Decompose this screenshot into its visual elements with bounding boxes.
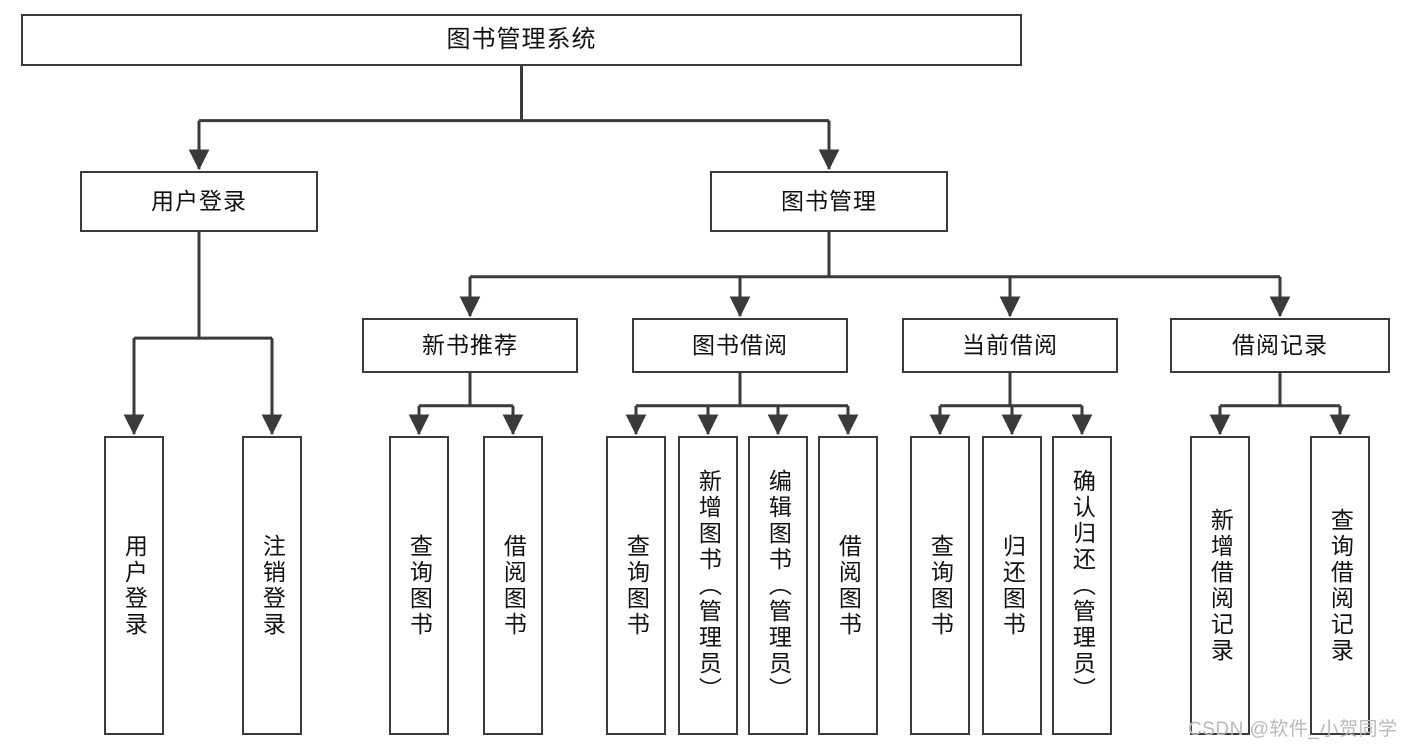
node-leaf-add-record[interactable]: 新增借阅记录: [1190, 436, 1250, 735]
node-label: 新增图书（管理员）: [695, 468, 722, 703]
node-borrow-record[interactable]: 借阅记录: [1170, 318, 1390, 373]
node-label: 查询借阅记录: [1327, 507, 1354, 664]
node-leaf-confirm-return[interactable]: 确认归还（管理员）: [1052, 436, 1112, 735]
node-leaf-query-book-3[interactable]: 查询图书: [910, 436, 970, 735]
node-leaf-user-logout[interactable]: 注销登录: [242, 436, 302, 735]
node-new-book-rec[interactable]: 新书推荐: [362, 318, 578, 373]
node-user-login[interactable]: 用户登录: [80, 171, 318, 232]
node-leaf-query-record[interactable]: 查询借阅记录: [1310, 436, 1370, 735]
node-leaf-query-book-1[interactable]: 查询图书: [389, 436, 449, 735]
node-label: 图书管理系统: [446, 25, 597, 53]
node-label: 查询图书: [927, 533, 954, 638]
node-label: 注销登录: [259, 533, 286, 638]
node-label: 借阅图书: [835, 533, 862, 638]
node-leaf-borrow-book-2[interactable]: 借阅图书: [818, 436, 878, 735]
node-label: 编辑图书（管理员）: [765, 468, 792, 703]
node-leaf-edit-book[interactable]: 编辑图书（管理员）: [748, 436, 808, 735]
node-root[interactable]: 图书管理系统: [21, 14, 1022, 66]
node-leaf-add-book[interactable]: 新增图书（管理员）: [678, 436, 738, 735]
node-leaf-user-login[interactable]: 用户登录: [104, 436, 164, 735]
node-label: 查询图书: [623, 533, 650, 638]
node-label: 用户登录: [151, 187, 247, 214]
node-leaf-return-book[interactable]: 归还图书: [982, 436, 1042, 735]
node-current-borrow[interactable]: 当前借阅: [902, 318, 1118, 373]
node-label: 新书推荐: [422, 331, 518, 358]
node-book-manage[interactable]: 图书管理: [710, 171, 948, 232]
node-label: 图书借阅: [692, 331, 788, 358]
node-book-borrow[interactable]: 图书借阅: [632, 318, 848, 373]
node-leaf-borrow-book-1[interactable]: 借阅图书: [483, 436, 543, 735]
node-label: 当前借阅: [962, 331, 1058, 358]
node-label: 查询图书: [406, 533, 433, 638]
node-label: 借阅记录: [1232, 331, 1328, 358]
node-label: 用户登录: [121, 533, 148, 638]
node-leaf-query-book-2[interactable]: 查询图书: [606, 436, 666, 735]
node-label: 图书管理: [781, 187, 877, 214]
node-label: 新增借阅记录: [1207, 507, 1234, 664]
node-label: 归还图书: [999, 533, 1026, 638]
node-label: 借阅图书: [500, 533, 527, 638]
node-label: 确认归还（管理员）: [1069, 468, 1096, 703]
